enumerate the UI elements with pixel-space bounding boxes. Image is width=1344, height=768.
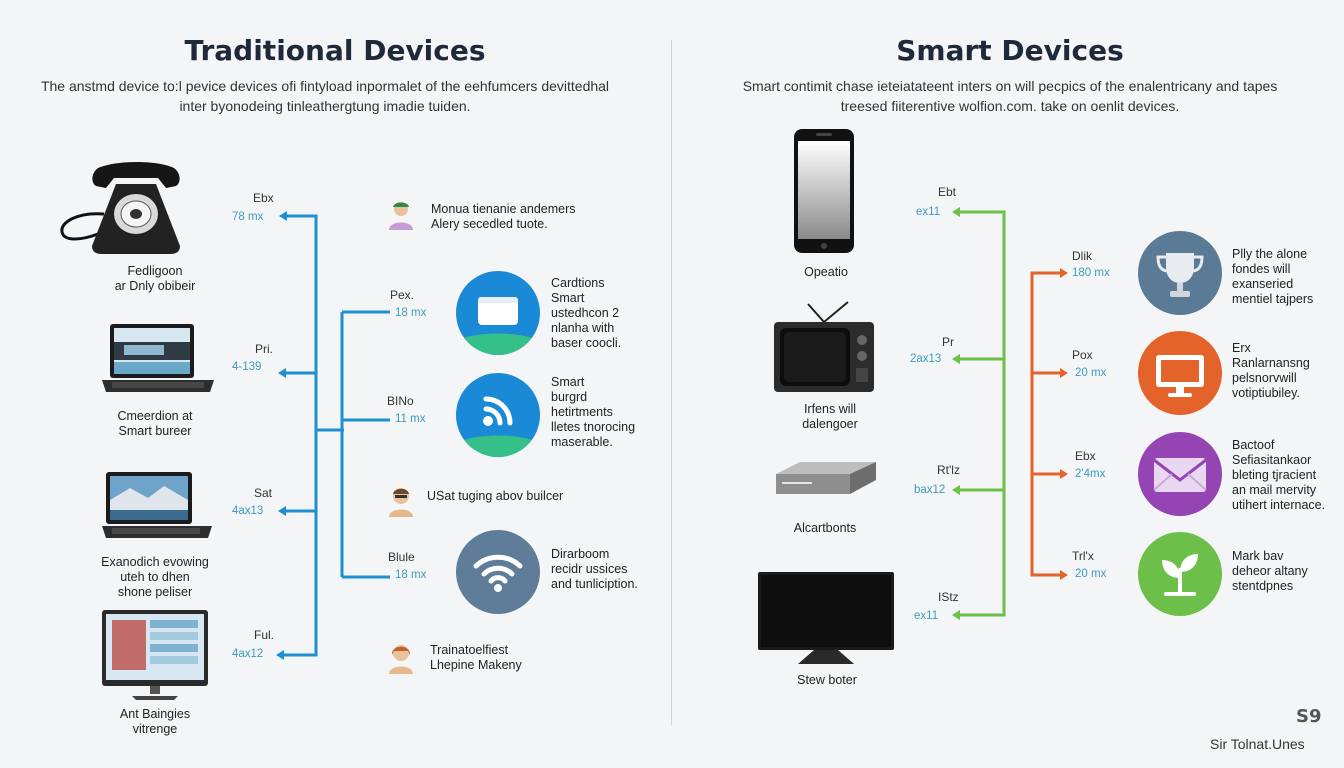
left-device-label: Cmeerdion at Smart bureer [117,409,193,438]
left-mid-connector-name: BINo [387,394,414,408]
left-feature-text: Smart burgrd hetirtments lletes tnorocin… [551,375,636,449]
left-subtitle: The anstmd device to:l pevice devices of… [40,78,610,114]
right-connector-name: Rt'lz [937,463,960,477]
left-mid-connector-value: 11 mx [395,413,426,425]
person-avatar-icon [389,488,413,517]
right-connector-value: bax12 [914,484,946,496]
right-feature-bracket [1030,271,1060,577]
laptop-icon [102,472,212,538]
right-feature-connector-name: Trl'x [1072,549,1094,563]
right-title: Smart Devices [896,34,1124,67]
monitor-icon [1138,331,1222,415]
left-connector-lines [276,211,390,660]
left-feature-text: Dirarboom recidr ussices and tunliciptio… [551,547,638,591]
right-feature-text: Plly the alone fondes will exanseried me… [1232,247,1314,306]
left-mid-connector-value: 18 mx [395,307,427,319]
right-connector-lines [952,207,1068,620]
person-avatar-icon [389,202,413,230]
right-feature-connector-name: Pox [1072,348,1093,362]
right-feature-connector-value: 180 mx [1072,267,1110,279]
flat-tv-icon [758,572,894,664]
mail-icon [1138,432,1222,516]
person-avatar-icon [389,645,413,674]
wifi-icon [456,530,540,614]
right-bracket-line [958,210,1006,617]
left-device-label: Exanodich evowing uteh to dhen shone pel… [101,555,209,599]
right-connector-name: Ebt [938,185,957,199]
right-connector-value: ex11 [914,610,939,622]
right-device-label: Alcartbonts [793,521,857,535]
right-feature-connector-value: 20 mx [1075,568,1107,580]
section-divider [671,40,672,725]
left-connector-name: Sat [254,486,273,500]
right-device-label: Opeatio [804,265,848,279]
left-mid-connector-value: 18 mx [395,569,427,581]
right-feature-text: Erx Ranlarnansng pelsnorvwill votiptiubi… [1232,341,1310,400]
left-mid-connector-name: Pex. [390,288,415,302]
left-mid-connector-name: Blule [388,550,415,564]
person-caption: USat tuging abov builcer [427,489,564,503]
right-feature-text: Mark bav deheor altany stentdpnes [1232,549,1308,593]
right-feature-connector-name: Ebx [1075,449,1096,463]
right-connector-value: ex11 [916,206,941,218]
left-connector-value: 4-139 [232,361,262,373]
credit-logo-icon: S9 [1296,706,1322,727]
signal-icon [456,373,540,457]
right-feature-connector-value: 20 mx [1075,367,1107,379]
right-feature-text: Bactoof Sefiasitankaor bleting tjracient… [1232,438,1326,512]
right-connector-name: Pr [942,335,954,349]
right-subtitle: Smart contimit chase ieteiatateent inter… [742,78,1278,114]
desktop-monitor-icon [102,610,208,700]
right-connector-value: 2ax13 [910,353,942,365]
left-connector-name: Pri. [255,342,273,356]
person-caption: Trainatoelfiest Lhepine Makeny [430,643,522,672]
right-feature-connector-name: Dlik [1072,249,1092,263]
window-icon [456,271,540,355]
right-device-label: Stew boter [797,673,857,687]
router-icon [776,462,876,494]
left-bracket-line [284,214,318,657]
left-device-label: Fedligoon ar Dnly obibeir [114,264,196,293]
left-connector-value: 4ax12 [232,648,264,660]
person-caption: Monua tienanie andemers Alery secedled t… [431,202,576,231]
left-connector-value: 4ax13 [232,505,264,517]
left-feature-text: Cardtions Smart ustedhcon 2 nlanha with … [551,276,622,350]
trophy-icon [1138,231,1222,315]
left-connector-name: Ebx [253,191,274,205]
right-connector-name: IStz [938,590,959,604]
credit-text: Sir Tolnat.Unes [1210,736,1305,752]
rotary-phone-icon [60,162,180,254]
right-device-label: Irfens will dalengoer [802,402,858,431]
tv-icon [774,301,874,392]
left-device-label: Ant Baingies vitrenge [119,707,191,736]
left-connector-name: Ful. [254,628,275,642]
right-feature-connector-value: 2'4mx [1075,468,1106,480]
left-connector-value: 78 mx [232,211,264,223]
smartphone-icon [794,129,854,253]
leaf-icon [1138,532,1222,616]
left-title: Traditional Devices [184,34,486,67]
laptop-icon [102,324,214,392]
